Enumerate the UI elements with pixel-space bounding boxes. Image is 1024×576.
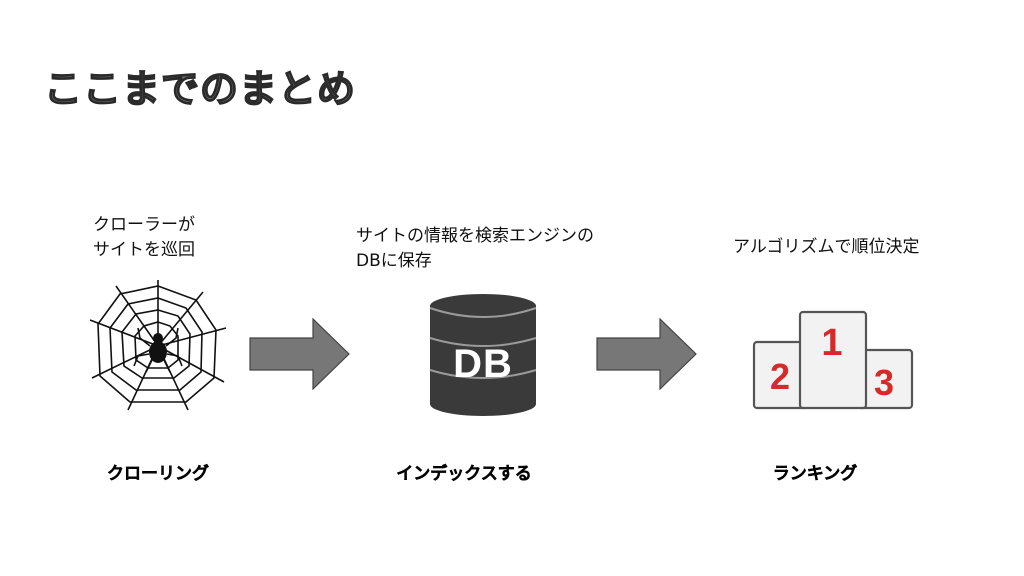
ranking-description: アルゴリズムで順位決定 bbox=[733, 237, 920, 257]
podium-icon bbox=[752, 310, 914, 410]
arrow-right-icon bbox=[249, 318, 350, 390]
arrow-right-icon bbox=[596, 318, 697, 390]
database-label: DB bbox=[453, 342, 513, 386]
ranking-label: ランキング bbox=[772, 464, 858, 484]
rank-third: 3 bbox=[873, 362, 895, 403]
crawling-label: クローリング bbox=[107, 464, 209, 484]
spider-body bbox=[149, 333, 167, 363]
spider-web-icon bbox=[89, 280, 227, 411]
indexing-description: サイトの情報を検索エンジンの DBに保存 bbox=[356, 226, 594, 271]
rank-first: 1 bbox=[821, 322, 843, 364]
indexing-label: インデックスする bbox=[396, 464, 532, 484]
database-icon bbox=[429, 294, 537, 416]
rank-second: 2 bbox=[769, 356, 791, 397]
crawling-description: クローラーが サイトを巡回 bbox=[93, 215, 195, 260]
slide-title: ここまでのまとめ bbox=[43, 66, 357, 112]
